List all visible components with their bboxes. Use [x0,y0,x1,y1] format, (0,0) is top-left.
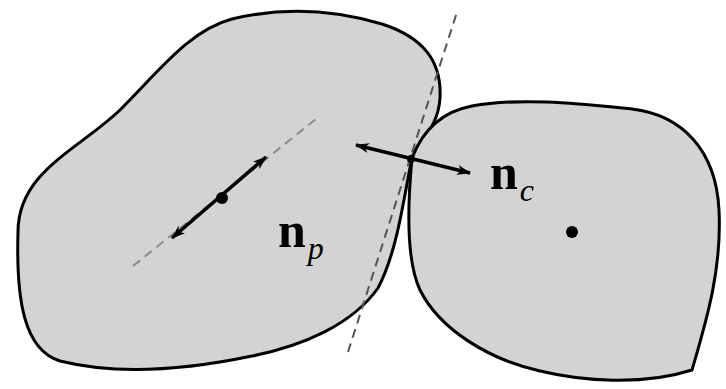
contact-point [407,155,415,163]
center-point [216,192,228,204]
particle-direction-arrow [172,157,266,238]
left-particle [18,11,440,369]
right-particle [409,102,720,381]
vector-symbol: n [490,147,518,197]
vector-symbol: n [278,205,306,255]
tangent-plane [348,12,457,352]
vector-subscript: p [308,232,324,264]
center-point [566,226,578,238]
contact-normal-arrow [356,145,470,173]
vector-subscript: c [520,174,534,206]
principal-axis [133,119,316,266]
